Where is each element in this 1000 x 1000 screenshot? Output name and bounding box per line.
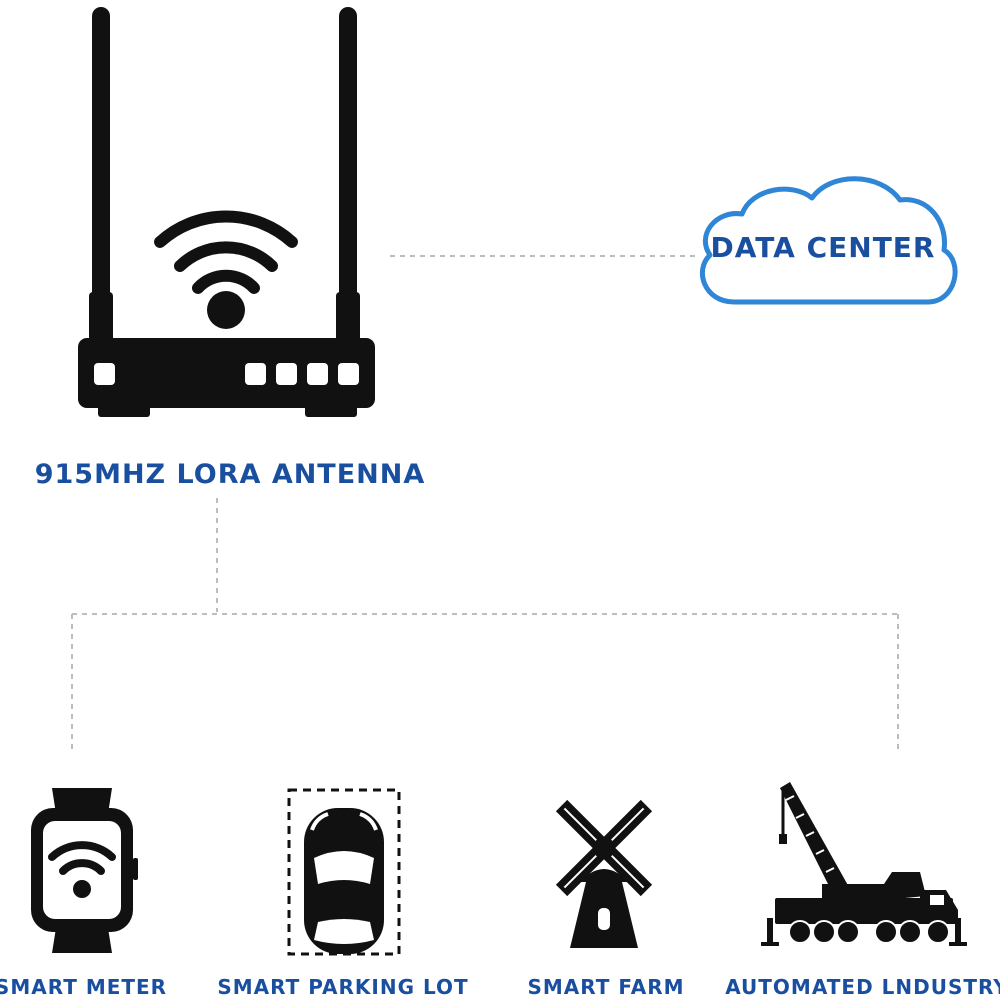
device-label-smart-meter: SMART METER	[0, 975, 167, 999]
device-label-automated-industry: AUTOMATED LNDUSTRY	[725, 975, 1000, 999]
device-label-smart-parking-lot: SMART PARKING LOT	[217, 975, 468, 999]
cloud-label: DATA CENTER	[711, 231, 936, 264]
wifi-icon	[160, 216, 292, 288]
connector-lines	[72, 256, 898, 750]
windmill-icon	[556, 800, 652, 948]
crane-icon	[761, 782, 967, 946]
gateway-label: 915MHZ LORA ANTENNA	[35, 459, 426, 490]
lora-gateway-icon	[78, 7, 375, 417]
smart-watch-icon	[31, 788, 138, 953]
device-label-smart-farm: SMART FARM	[527, 975, 684, 999]
car-parking-icon	[289, 790, 399, 954]
